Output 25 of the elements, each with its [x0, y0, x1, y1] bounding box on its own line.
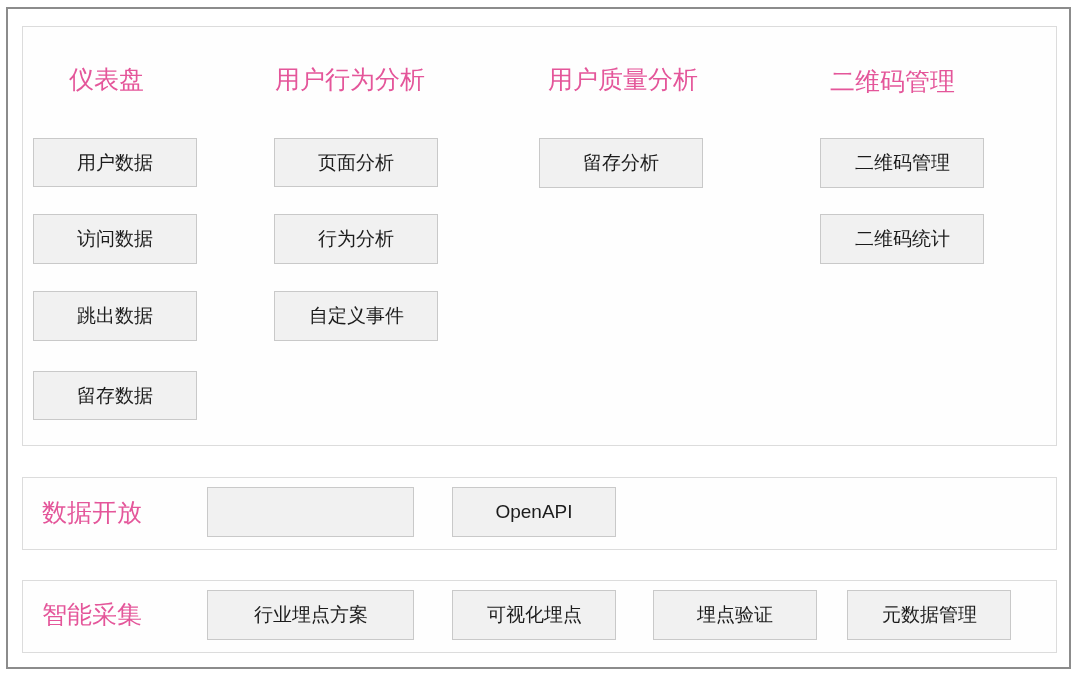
- column-heading: 仪表盘: [68, 64, 144, 94]
- feature-box: 埋点验证: [653, 590, 817, 640]
- feature-box: 跳出数据: [33, 291, 197, 341]
- feature-box: 自定义事件: [274, 291, 438, 341]
- feature-box: 元数据管理: [847, 590, 1011, 640]
- feature-box: 页面分析: [274, 138, 438, 187]
- feature-box: 留存数据: [33, 371, 197, 420]
- section-heading: 智能采集: [42, 599, 142, 629]
- feature-box: 二维码统计: [820, 214, 984, 264]
- column-heading: 用户行为分析: [275, 64, 425, 94]
- section-band: [22, 477, 1057, 550]
- feature-box: OpenAPI: [452, 487, 616, 537]
- column-heading: 用户质量分析: [548, 64, 698, 94]
- feature-box: 访问数据: [33, 214, 197, 264]
- feature-box: 行业埋点方案: [207, 590, 414, 640]
- feature-box: 用户数据: [33, 138, 197, 187]
- empty-box: [207, 487, 414, 537]
- feature-box: 行为分析: [274, 214, 438, 264]
- section-heading: 数据开放: [42, 497, 142, 527]
- feature-box: 留存分析: [539, 138, 703, 188]
- feature-box: 可视化埋点: [452, 590, 616, 640]
- section-panel: [22, 26, 1057, 446]
- feature-box: 二维码管理: [820, 138, 984, 188]
- section-band: [22, 580, 1057, 653]
- column-heading: 二维码管理: [829, 66, 955, 96]
